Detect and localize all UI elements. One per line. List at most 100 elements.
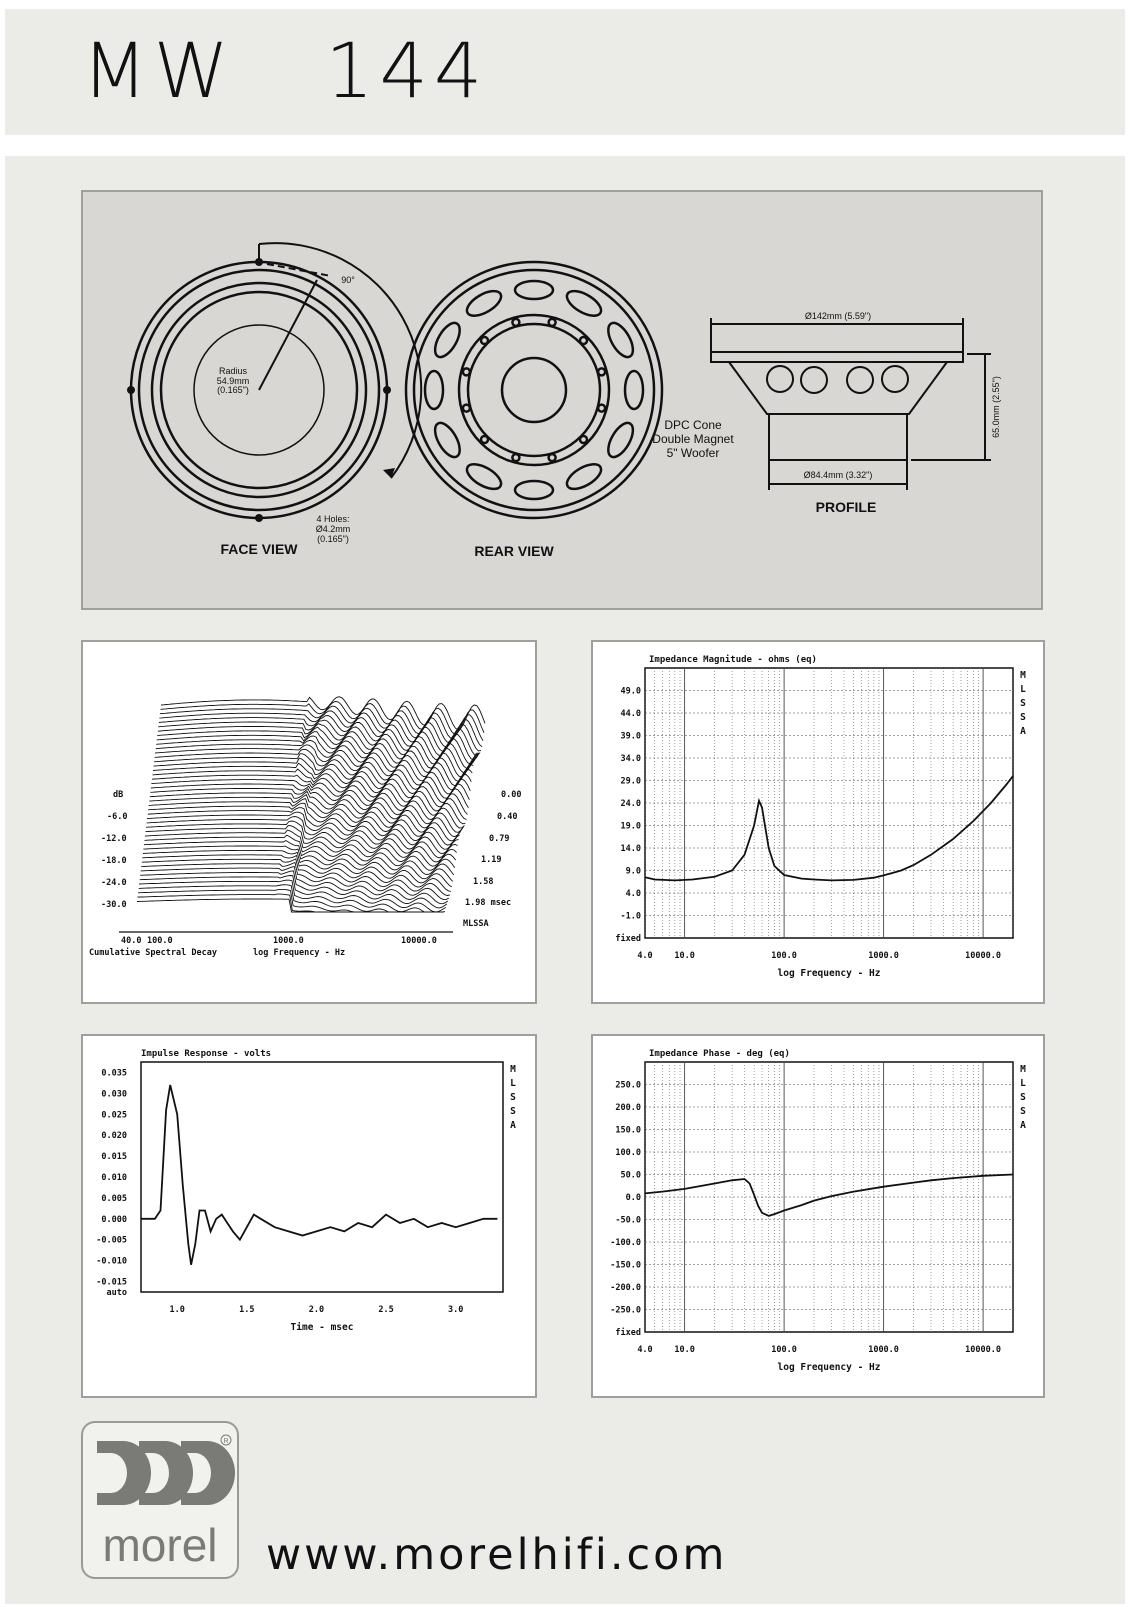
impedance-phase-plot: 250.0200.0150.0100.050.00.0-50.0-100.0-1… (610, 1049, 1026, 1373)
vent-hole (565, 289, 603, 317)
decay-y-tick: -12.0 (101, 834, 127, 844)
mount-markers (127, 258, 395, 522)
y-tick-label: -150.0 (610, 1261, 641, 1271)
mlssa-letter: A (1020, 726, 1026, 737)
y-tick-label: 200.0 (615, 1103, 641, 1113)
impulse-response-plot: 0.0350.0300.0250.0200.0150.0100.0050.000… (96, 1049, 516, 1333)
spectral-decay-chart: dB -6.0 -12.0 -18.0 -24.0 -30.0 0.00 0.4… (81, 640, 537, 1004)
y-tick-label: 250.0 (615, 1081, 641, 1091)
bolt-hole (511, 452, 521, 463)
mlssa-letter: S (510, 1092, 516, 1103)
decay-x-tick: 40.0 (121, 936, 141, 946)
decay-slice (159, 710, 483, 748)
decay-xlabel: log Frequency - Hz (253, 948, 345, 958)
decay-slice (141, 861, 450, 901)
mlssa-letter: M (510, 1064, 516, 1075)
x-tick-label: 10000.0 (965, 951, 1001, 961)
y-tick-label: 0.020 (101, 1131, 127, 1141)
mlssa-letter: L (1020, 684, 1026, 695)
decay-x-tick: 1000.0 (273, 936, 304, 946)
plot-frame (140, 1061, 504, 1293)
radius-value: 54.9mm (217, 376, 250, 386)
decay-time-tick: 1.98 msec (465, 898, 511, 908)
x-axis-label: log Frequency - Hz (778, 968, 881, 979)
x-tick-label: 2.0 (309, 1305, 324, 1315)
bolt-hole (511, 317, 521, 328)
profile-top-dim: Ø142mm (5.59") (805, 311, 871, 321)
rear-view-label: REAR VIEW (474, 543, 554, 559)
bolt-hole (547, 317, 557, 328)
y-tick-label: -250.0 (610, 1306, 641, 1316)
decay-slice (154, 748, 474, 787)
data-series-line (644, 775, 1014, 882)
y-tick-label: -50.0 (615, 1216, 641, 1226)
radius-label: Radius (219, 366, 248, 376)
y-tick-label: 100.0 (615, 1148, 641, 1158)
decay-slice (142, 849, 453, 888)
y-tick-label: 0.030 (101, 1089, 127, 1099)
vent-hole (513, 279, 555, 301)
decay-slice (144, 834, 456, 871)
morel-logo-mark: R morel (97, 1434, 235, 1571)
y-tick-label: 0.015 (101, 1152, 127, 1162)
face-view-label: FACE VIEW (220, 541, 298, 557)
vent-hole (465, 463, 503, 491)
bolt-hole (479, 335, 490, 346)
face-view-drawing (129, 242, 423, 520)
decay-slice (136, 898, 441, 913)
bolt-hole (596, 403, 607, 413)
y-tick-label: 0.025 (101, 1110, 127, 1120)
y-tick-label: 14.0 (621, 844, 641, 854)
y-tick-label: 4.0 (626, 889, 641, 899)
y-tick-label: auto (107, 1288, 127, 1298)
decay-slice (155, 744, 475, 782)
y-tick-label: 0.010 (101, 1173, 127, 1183)
decay-slice (139, 879, 445, 913)
y-tick-label: 24.0 (621, 799, 641, 809)
morel-logo: R morel (81, 1421, 239, 1579)
holes-label: 4 Holes: (316, 514, 349, 524)
decay-slice (158, 715, 482, 752)
y-tick-label: -100.0 (610, 1238, 641, 1248)
decay-time-tick: 0.79 (489, 834, 509, 844)
x-tick-label: 1000.0 (868, 1345, 899, 1355)
vent-hole (423, 369, 445, 411)
decay-y-tick: -6.0 (107, 812, 127, 822)
svg-text:R: R (223, 1438, 228, 1445)
y-tick-label: 0.035 (101, 1068, 127, 1078)
vent-hole (565, 463, 603, 491)
x-tick-label: 2.5 (378, 1305, 393, 1315)
drawings-panel: Radius 54.9mm (0.165") 90° 4 Holes: Ø4.2… (81, 190, 1043, 610)
y-tick-label: 0.005 (101, 1194, 127, 1204)
decay-slice (150, 787, 466, 825)
decay-slice (148, 798, 463, 838)
mlssa-letter: L (1020, 1078, 1026, 1089)
decay-slice (149, 794, 464, 833)
decay-time-tick: 0.40 (497, 812, 517, 822)
decay-slice (143, 839, 455, 876)
decay-slice (159, 705, 484, 742)
vent-hole (465, 289, 503, 317)
vent-hole (623, 369, 645, 411)
y-tick-label: 9.0 (626, 867, 641, 877)
y-tick-label: 49.0 (621, 687, 641, 697)
decay-slice (158, 719, 481, 756)
decay-y-tick: -18.0 (101, 856, 127, 866)
description-line-1: DPC Cone (664, 418, 722, 432)
y-tick-label: -0.015 (96, 1278, 127, 1288)
bolt-hole (578, 434, 589, 445)
decay-slice (156, 731, 478, 769)
decay-slice (154, 753, 473, 791)
chart-title: Impedance Phase - deg (eq) (649, 1049, 790, 1059)
decay-slice (157, 726, 479, 765)
y-tick-label: 39.0 (621, 732, 641, 742)
bolt-hole (547, 452, 557, 463)
y-tick-label: fixed (615, 1327, 641, 1338)
x-tick-label: 4.0 (637, 951, 652, 961)
x-tick-label: 1.0 (170, 1305, 185, 1315)
profile-label: PROFILE (816, 499, 877, 515)
decay-slice (156, 735, 477, 773)
y-tick-label: 34.0 (621, 754, 641, 764)
angle-label: 90° (341, 275, 355, 285)
